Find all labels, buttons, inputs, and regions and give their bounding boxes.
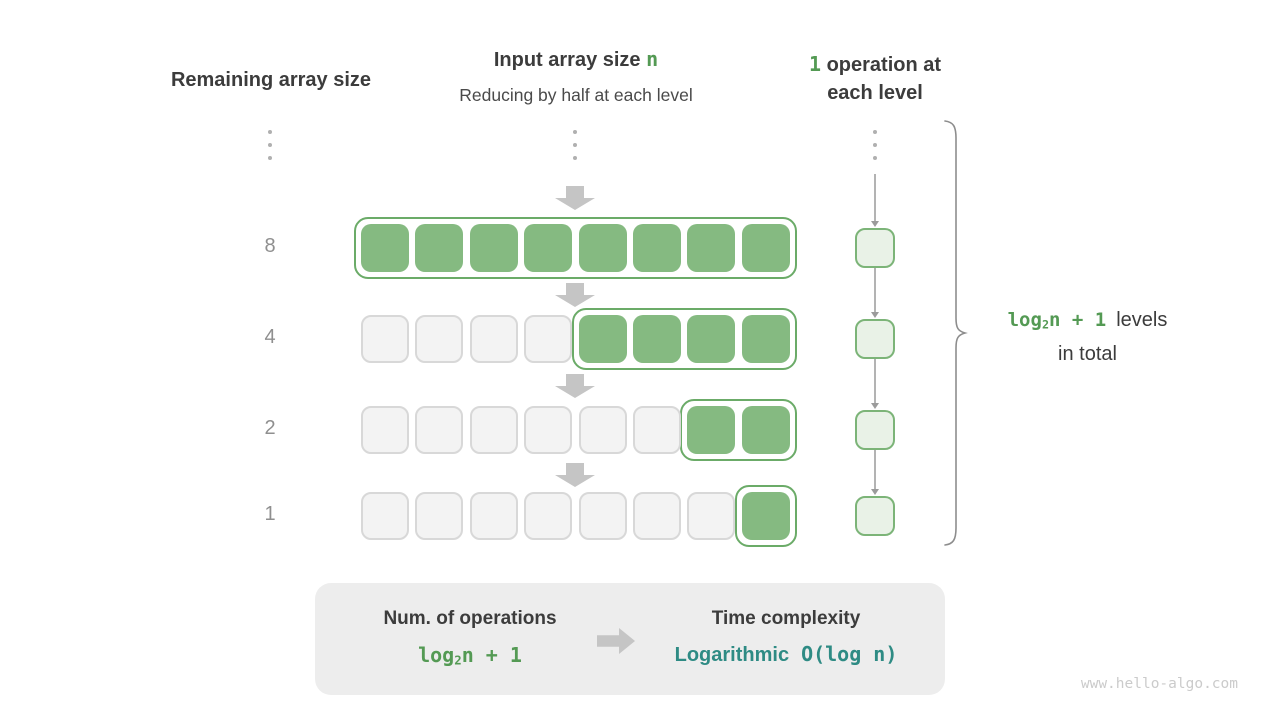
array-cell-active bbox=[687, 224, 735, 272]
formula-base: log bbox=[418, 643, 455, 667]
remaining-size-label: 4 bbox=[264, 326, 276, 348]
header-operations: 1 operation at each level bbox=[775, 50, 975, 107]
operation-cell bbox=[855, 228, 895, 268]
operation-cell bbox=[855, 496, 895, 536]
array-cell-active bbox=[633, 224, 681, 272]
arrowhead-icon bbox=[871, 312, 879, 318]
array-cell-active bbox=[524, 224, 572, 272]
dot-icon bbox=[573, 156, 577, 160]
levels-total-line2: in total bbox=[1058, 342, 1117, 365]
ellipsis-right bbox=[873, 130, 877, 160]
header-input-line1: Input array size n bbox=[400, 45, 752, 74]
dot-icon bbox=[573, 143, 577, 147]
array-cell-empty bbox=[524, 315, 572, 363]
arrow-down-icon bbox=[555, 374, 595, 398]
ellipsis-left bbox=[268, 130, 272, 160]
highlight-container bbox=[680, 399, 797, 461]
arrow-down-icon bbox=[555, 186, 595, 210]
array-cell-active bbox=[687, 406, 735, 454]
arrow-down-icon bbox=[555, 463, 595, 487]
operation-cell bbox=[855, 410, 895, 450]
array-cell-active bbox=[687, 315, 735, 363]
header-input-var-n: n bbox=[646, 47, 659, 71]
array-cell-active bbox=[742, 224, 790, 272]
array-cell-active bbox=[633, 315, 681, 363]
connector-line bbox=[874, 174, 876, 221]
arrowhead-icon bbox=[871, 221, 879, 227]
dot-icon bbox=[873, 130, 877, 134]
arrow-down-icon bbox=[555, 283, 595, 307]
connector-line bbox=[874, 359, 876, 403]
array-cell-empty bbox=[524, 492, 572, 540]
operation-cell bbox=[855, 319, 895, 359]
array-cell-empty bbox=[361, 315, 409, 363]
dot-icon bbox=[268, 156, 272, 160]
dot-icon bbox=[873, 143, 877, 147]
array-cell-active bbox=[742, 492, 790, 540]
array-cell-empty bbox=[579, 492, 627, 540]
header-input-prefix: Input array size bbox=[493, 49, 647, 71]
levels-total-line1: log2n + 1 levels bbox=[985, 306, 1190, 340]
array-cell-empty bbox=[470, 315, 518, 363]
array-cell-active bbox=[579, 224, 627, 272]
header-operations-num: 1 bbox=[808, 52, 822, 76]
array-cell-empty bbox=[361, 492, 409, 540]
complexity-name: Logarithmic bbox=[674, 644, 790, 666]
formula-rest: n + 1 bbox=[461, 643, 522, 667]
highlight-container bbox=[572, 308, 797, 370]
formula-rest: n + 1 bbox=[1049, 309, 1107, 331]
remaining-size-label: 2 bbox=[264, 417, 276, 439]
remaining-size-label: 8 bbox=[264, 235, 276, 257]
connector-line bbox=[874, 450, 876, 489]
dot-icon bbox=[573, 130, 577, 134]
array-cell-active bbox=[742, 406, 790, 454]
array-cell-empty bbox=[633, 492, 681, 540]
arrowhead-icon bbox=[871, 403, 879, 409]
array-cell-active bbox=[415, 224, 463, 272]
formula-sub: 2 bbox=[454, 652, 462, 668]
header-remaining-array-size: Remaining array size bbox=[170, 69, 372, 91]
array-cell-empty bbox=[415, 315, 463, 363]
levels-word: levels bbox=[1116, 309, 1168, 331]
complexity-code: O(log n) bbox=[801, 642, 898, 666]
arrowhead-icon bbox=[871, 489, 879, 495]
array-cell-empty bbox=[524, 406, 572, 454]
array-cell-empty bbox=[633, 406, 681, 454]
header-operations-line2: each level bbox=[827, 82, 923, 104]
header-operations-rest: operation at bbox=[821, 54, 942, 76]
brace-icon bbox=[944, 120, 968, 546]
connector-line bbox=[874, 268, 876, 312]
header-input-array-size: Input array size n Reducing by half at e… bbox=[400, 45, 752, 109]
formula-base: log bbox=[1007, 309, 1042, 331]
remaining-size-label: 1 bbox=[264, 503, 276, 525]
formula-sub: 2 bbox=[1041, 317, 1050, 332]
header-input-subtitle: Reducing by half at each level bbox=[459, 85, 693, 105]
array-cell-active bbox=[742, 315, 790, 363]
array-cell-empty bbox=[687, 492, 735, 540]
dot-icon bbox=[268, 130, 272, 134]
array-cell-empty bbox=[415, 406, 463, 454]
array-cell-active bbox=[361, 224, 409, 272]
levels-total-label: log2n + 1 levels in total bbox=[985, 306, 1190, 369]
header-operations-line1: 1 operation at bbox=[775, 50, 975, 79]
ellipsis-middle bbox=[573, 130, 577, 160]
summary-formula: log2n + 1 bbox=[335, 643, 605, 668]
summary-complexity: Logarithmic O(log n) bbox=[645, 642, 927, 667]
array-cell-active bbox=[579, 315, 627, 363]
summary-left-title: Num. of operations bbox=[383, 608, 557, 629]
summary-box: Num. of operations log2n + 1 Time comple… bbox=[315, 583, 945, 695]
dot-icon bbox=[268, 143, 272, 147]
array-cell-empty bbox=[361, 406, 409, 454]
array-cell-active bbox=[470, 224, 518, 272]
array-cell-empty bbox=[579, 406, 627, 454]
array-cell-empty bbox=[415, 492, 463, 540]
highlight-container bbox=[354, 217, 797, 279]
array-cell-empty bbox=[470, 492, 518, 540]
levels-formula: log2n + 1 bbox=[1007, 309, 1107, 332]
highlight-container bbox=[735, 485, 797, 547]
array-cell-empty bbox=[470, 406, 518, 454]
watermark: www.hello-algo.com bbox=[1080, 676, 1238, 692]
dot-icon bbox=[873, 156, 877, 160]
summary-right-title: Time complexity bbox=[711, 608, 861, 629]
